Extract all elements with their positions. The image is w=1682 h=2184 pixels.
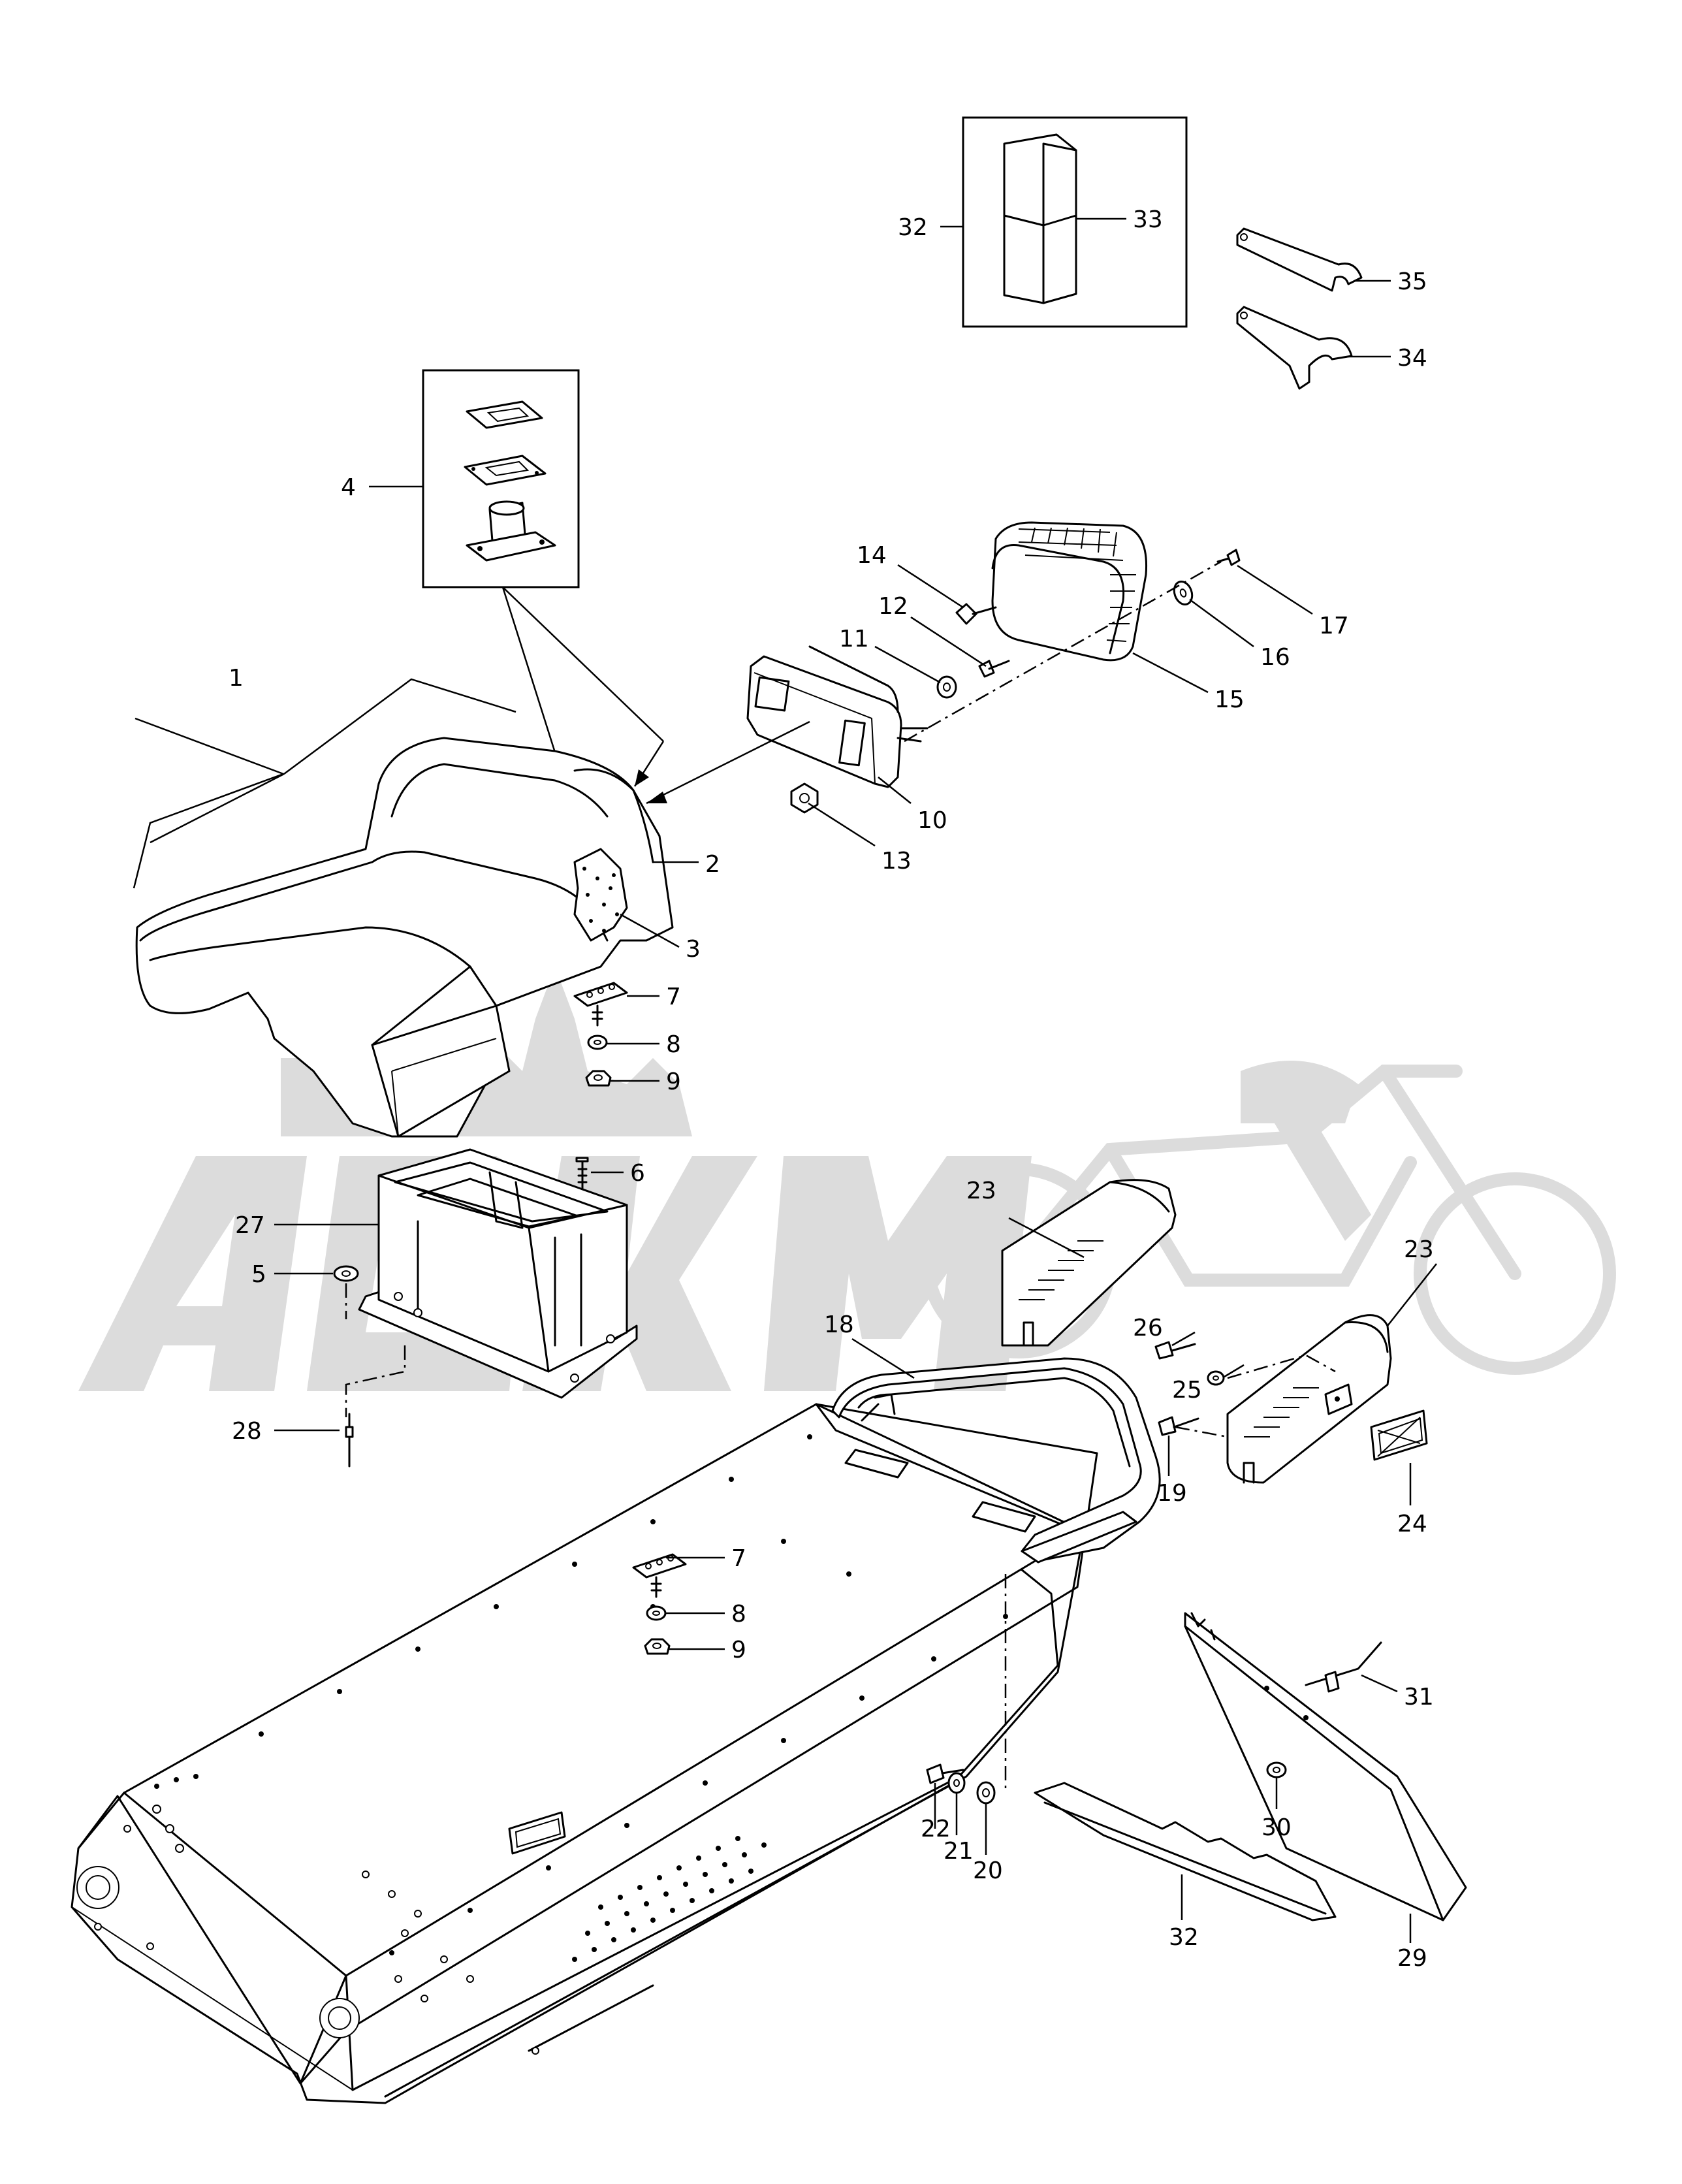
- callout-26: 26: [1133, 1315, 1163, 1341]
- callout-11: 11: [839, 626, 869, 652]
- callout-29: 29: [1397, 1945, 1427, 1972]
- callout-7a: 7: [666, 984, 681, 1010]
- callout-labels: 1 2 3 4 5 6 7 8 9 10 11 12 13 14 15 16 1…: [229, 206, 1434, 1972]
- callout-15: 15: [1214, 686, 1245, 713]
- grab-handle: [831, 1338, 1161, 1564]
- snow-flap-assembly: [926, 1574, 1467, 1943]
- callout-18: 18: [824, 1311, 854, 1338]
- callout-30: 30: [1262, 1814, 1292, 1841]
- side-covers: [1001, 1179, 1437, 1505]
- callout-35: 35: [1397, 268, 1427, 295]
- callout-34: 34: [1397, 345, 1427, 372]
- callout-21: 21: [944, 1838, 974, 1865]
- callout-9b: 9: [731, 1637, 746, 1663]
- callout-32a: 32: [898, 214, 928, 241]
- spanner-wrenches: [1236, 227, 1391, 390]
- hardware-lower: [632, 1553, 725, 1655]
- callout-31: 31: [1404, 1684, 1434, 1710]
- callout-24: 24: [1397, 1511, 1427, 1537]
- hardware-upper: [573, 982, 659, 1190]
- callout-8a: 8: [666, 1031, 681, 1058]
- callout-28: 28: [232, 1418, 262, 1445]
- callout-25: 25: [1172, 1377, 1202, 1404]
- callout-17: 17: [1319, 613, 1349, 639]
- callout-32b: 32: [1169, 1924, 1199, 1951]
- callout-3: 3: [686, 936, 701, 963]
- callout-14: 14: [857, 542, 887, 569]
- taillight-assembly: [646, 521, 1313, 847]
- kit-box-4: [369, 369, 665, 787]
- tunnel-chassis: [71, 1403, 1098, 2104]
- callout-6: 6: [630, 1160, 645, 1187]
- callout-4: 4: [341, 474, 356, 501]
- callout-1: 1: [229, 665, 244, 692]
- callout-23b: 23: [1404, 1236, 1434, 1263]
- kit-box-32: [940, 116, 1188, 328]
- callout-23a: 23: [966, 1178, 996, 1204]
- callout-16: 16: [1260, 644, 1290, 671]
- callout-9a: 9: [666, 1068, 681, 1095]
- callout-27: 27: [235, 1212, 265, 1239]
- callout-33: 33: [1133, 206, 1163, 233]
- callout-20: 20: [973, 1857, 1003, 1884]
- callout-13: 13: [881, 848, 912, 875]
- seat-assembly: [133, 678, 699, 1138]
- callout-5: 5: [251, 1261, 266, 1288]
- callout-7b: 7: [731, 1545, 746, 1572]
- callout-10: 10: [917, 807, 947, 834]
- storage-box: [274, 1148, 638, 1468]
- callout-22: 22: [921, 1816, 951, 1842]
- callout-2: 2: [705, 851, 720, 878]
- callout-12: 12: [878, 593, 908, 620]
- callout-8b: 8: [731, 1601, 746, 1628]
- callout-19: 19: [1157, 1480, 1187, 1507]
